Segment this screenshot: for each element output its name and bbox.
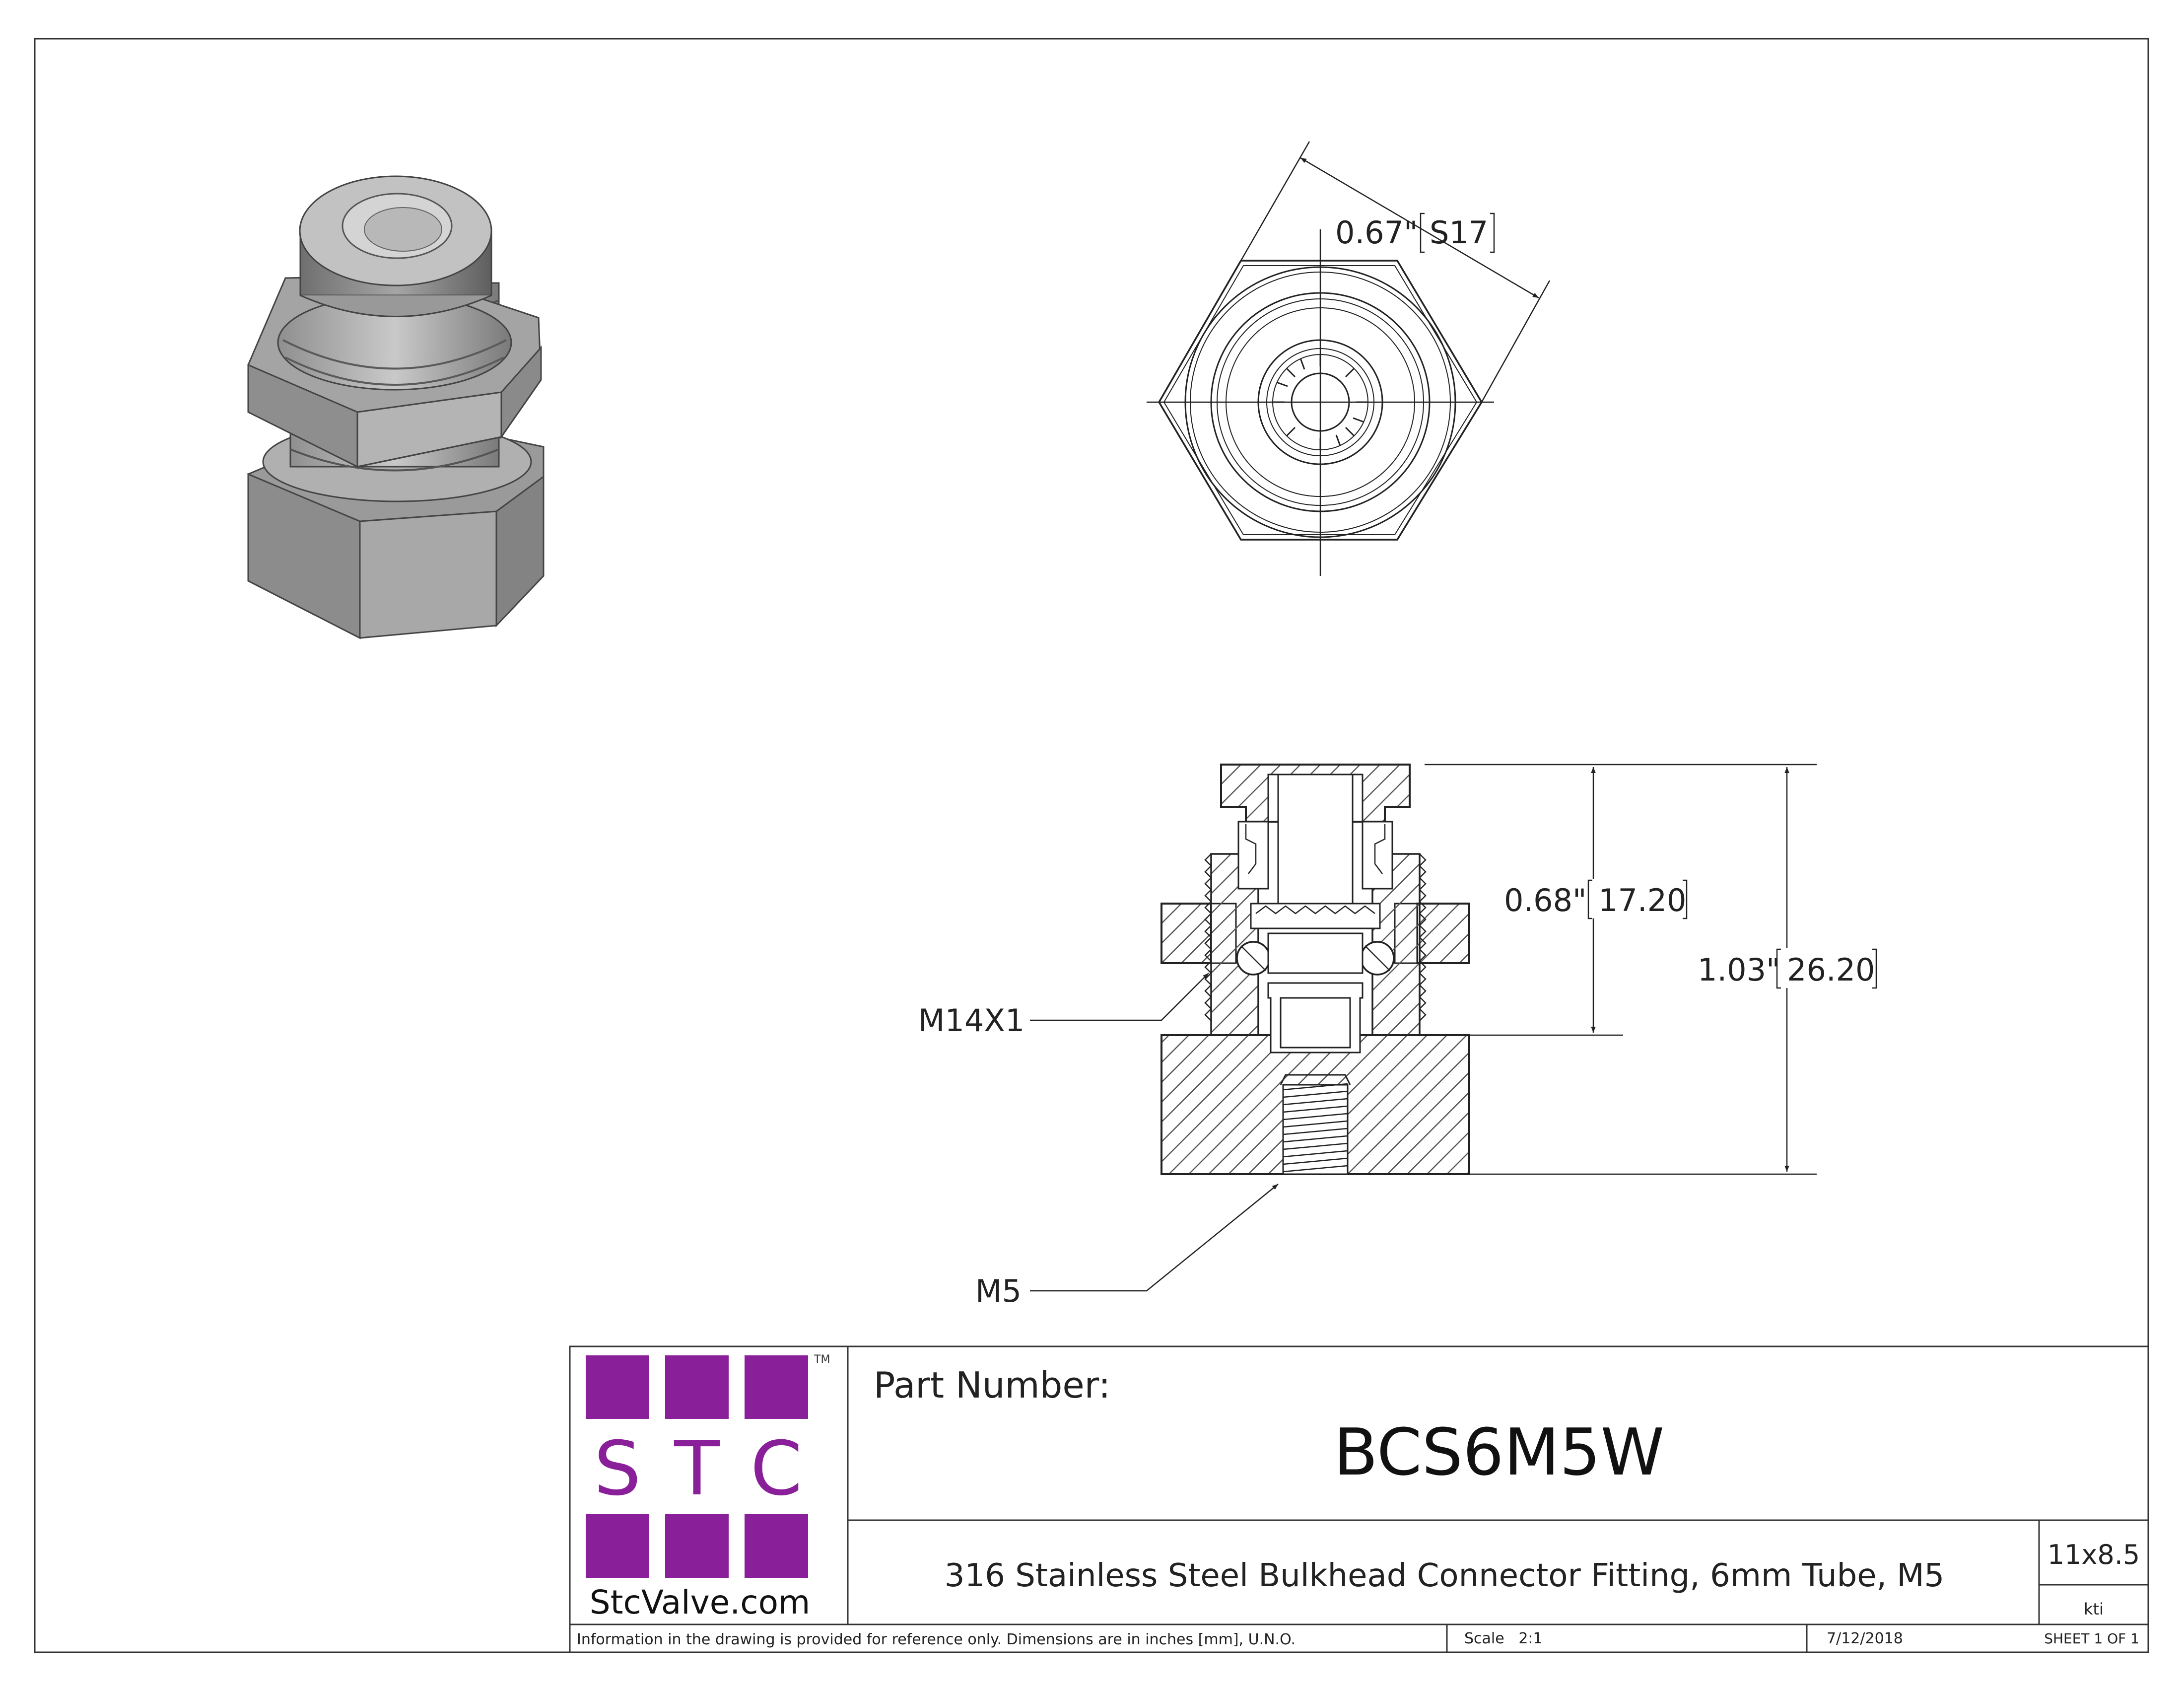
hex-dimension-mm: S17 (1430, 214, 1488, 251)
thread-callout-m14: M14X1 (918, 1002, 1024, 1039)
drawing-scale: Scale 2:1 (1464, 1630, 1543, 1647)
title-block: S T C TM StcValve.com Part Number: BCS6M… (569, 1345, 2149, 1653)
part-number-value: BCS6M5W (1334, 1414, 1664, 1490)
hex-dimension-inch: 0.67" (1335, 214, 1418, 251)
body-height-inch: 0.68" (1504, 882, 1587, 918)
website-link[interactable]: StcValve.com (590, 1583, 810, 1621)
drawing-date: 7/12/2018 (1827, 1630, 1903, 1647)
logo-letter-t: T (674, 1426, 720, 1512)
end-view: 0.67" S17 (1147, 141, 1551, 576)
part-description: 316 Stainless Steel Bulkhead Connector F… (945, 1557, 1945, 1594)
disclaimer-note: Information in the drawing is provided f… (577, 1631, 1296, 1648)
logo-letter-s: S (594, 1426, 641, 1512)
section-view (1030, 764, 1817, 1292)
part-number-label: Part Number: (874, 1364, 1110, 1406)
thread-callout-m5: M5 (975, 1273, 1022, 1309)
drawn-by: kti (2084, 1600, 2104, 1618)
sheet-size: 11x8.5 (2048, 1539, 2140, 1570)
isometric-view (247, 175, 545, 639)
stc-logo: S T C TM (586, 1353, 830, 1578)
body-height-mm: 17.20 (1598, 882, 1687, 918)
overall-height-inch: 1.03" (1698, 952, 1780, 988)
overall-height-mm: 26.20 (1787, 952, 1875, 988)
trademark-mark: TM (814, 1353, 830, 1366)
logo-letter-c: C (751, 1426, 803, 1512)
sheet-number: SHEET 1 OF 1 (2044, 1630, 2139, 1647)
